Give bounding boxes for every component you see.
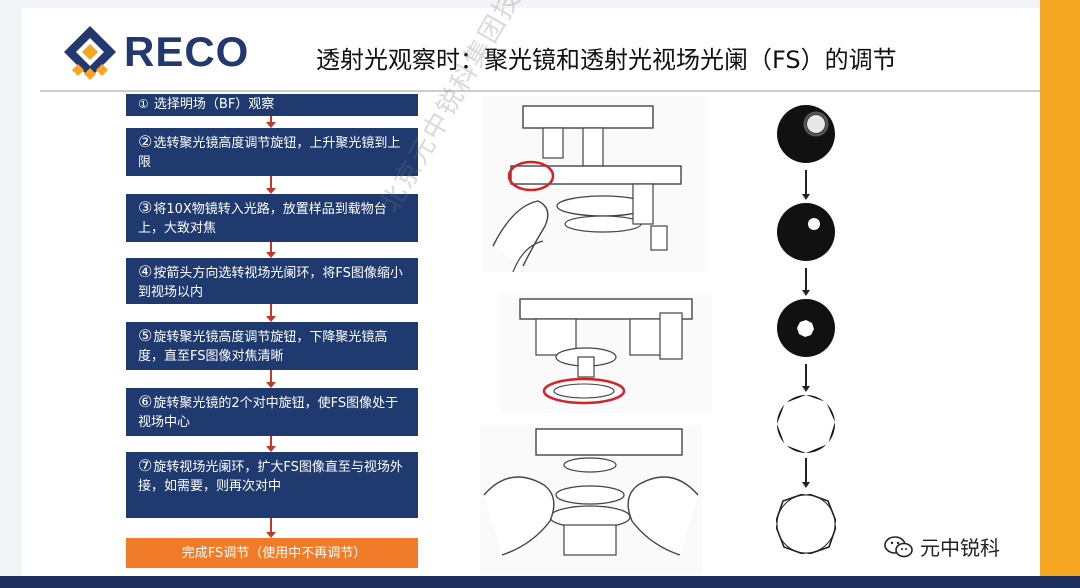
- step-7: ⑦旋转视场光阑环，扩大FS图像直至与视场外接，如需要，则再次对中: [126, 452, 418, 518]
- fs-image-circumscribed-polygon: [776, 494, 836, 554]
- microscope-illustration-1: [483, 96, 705, 273]
- fs-image-centered-aperture: [777, 299, 835, 357]
- reco-logo: RECO: [62, 24, 249, 80]
- header-divider: [40, 90, 1040, 92]
- step-6: ⑥旋转聚光镜的2个对中旋钮，使FS图像处于视场中心: [126, 388, 418, 436]
- step-text: 旋转聚光镜的2个对中旋钮，使FS图像处于视场中心: [138, 396, 399, 430]
- step-number: ①: [138, 97, 149, 111]
- step-number: ④: [138, 262, 153, 281]
- step-text: 旋转视场光阑环，扩大FS图像直至与视场外接，如需要，则再次对中: [138, 460, 403, 494]
- connector-arrow: [266, 304, 276, 322]
- step-4: ④按箭头方向选转视场光阑环，将FS图像缩小到视场以内: [126, 258, 418, 304]
- step-number: ⑦: [138, 456, 153, 475]
- wechat-account-name: 元中锐科: [920, 536, 1000, 560]
- step-3: ③将10X物镜转入光路，放置样品到载物台上，大致对焦: [126, 194, 418, 242]
- connector-arrow: [266, 518, 276, 538]
- fs-image-blurred-circle: [777, 105, 835, 163]
- connector-arrow: [266, 436, 276, 452]
- sequence-arrow: [802, 458, 810, 488]
- bottom-bar: [0, 576, 1080, 588]
- final-step: 完成FS调节（使用中不再调节）: [126, 538, 418, 568]
- sequence-arrow: [802, 268, 810, 296]
- step-text: 按箭头方向选转视场光阑环，将FS图像缩小到视场以内: [138, 266, 403, 300]
- sequence-arrow: [802, 364, 810, 392]
- microscope-illustration-3: [480, 425, 702, 575]
- step-number: ⑤: [138, 326, 153, 345]
- wechat-badge: 元中锐科: [884, 532, 1000, 561]
- microscope-illustration-2: [500, 293, 712, 413]
- brand-name: RECO: [124, 28, 250, 75]
- step-number: ③: [138, 198, 153, 217]
- fs-image-inscribed-polygon: [777, 395, 835, 453]
- step-2: ②选转聚光镜高度调节旋钮，上升聚光镜到上限: [126, 128, 418, 176]
- connector-arrow: [266, 370, 276, 388]
- fs-image-small-aperture: [777, 203, 835, 261]
- connector-arrow: [266, 242, 276, 258]
- connector-arrow: [266, 176, 276, 194]
- step-text: 选择明场（BF）观察: [153, 97, 275, 112]
- connector-arrow: [266, 116, 276, 128]
- wechat-icon: [884, 535, 913, 557]
- sequence-arrow: [802, 170, 810, 200]
- step-5: ⑤旋转聚光镜高度调节旋钮，下降聚光镜高度，直至FS图像对焦清晰: [126, 322, 418, 370]
- reco-diamond-icon: [64, 26, 116, 80]
- accent-bar: [1040, 0, 1080, 588]
- slide-title: 透射光观察时：聚光镜和透射光视场光阑（FS）的调节: [316, 46, 897, 74]
- step-number: ②: [138, 132, 153, 151]
- step-number: ⑥: [138, 392, 153, 411]
- step-text: 旋转聚光镜高度调节旋钮，下降聚光镜高度，直至FS图像对焦清晰: [138, 330, 388, 364]
- step-text: 将10X物镜转入光路，放置样品到载物台上，大致对焦: [138, 202, 387, 236]
- step-1: ① 选择明场（BF）观察: [126, 94, 418, 116]
- step-text: 选转聚光镜高度调节旋钮，上升聚光镜到上限: [138, 136, 401, 170]
